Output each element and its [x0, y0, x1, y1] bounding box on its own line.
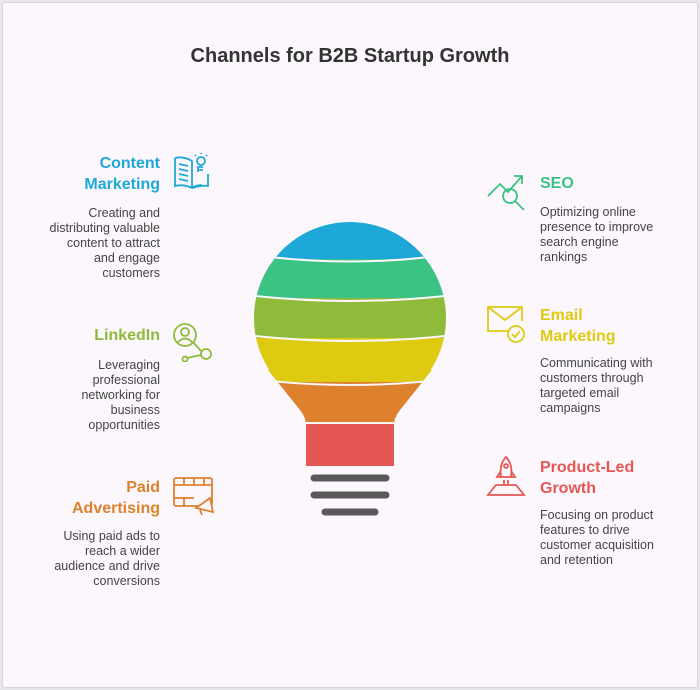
bulb-band-paid-advertising [254, 382, 446, 424]
page-title: Channels for B2B Startup Growth [190, 45, 510, 67]
email-check-icon [487, 306, 525, 343]
bulb-band-seo [254, 222, 446, 259]
seo-title: SEO [540, 175, 574, 192]
bulb-band-product-led-growth [254, 424, 446, 466]
user-network-icon [173, 323, 212, 362]
rocket-launch-icon [486, 455, 526, 496]
linkedin-title: LinkedIn [94, 327, 160, 344]
seo-magnifier-chart-icon [487, 175, 525, 211]
book-lightbulb-icon [174, 153, 209, 190]
bulb-band-linkedin [254, 298, 446, 338]
bulb-band-content-marketing [254, 259, 446, 298]
bulb-band-email-marketing [254, 338, 446, 382]
ad-megaphone-icon [173, 477, 215, 516]
